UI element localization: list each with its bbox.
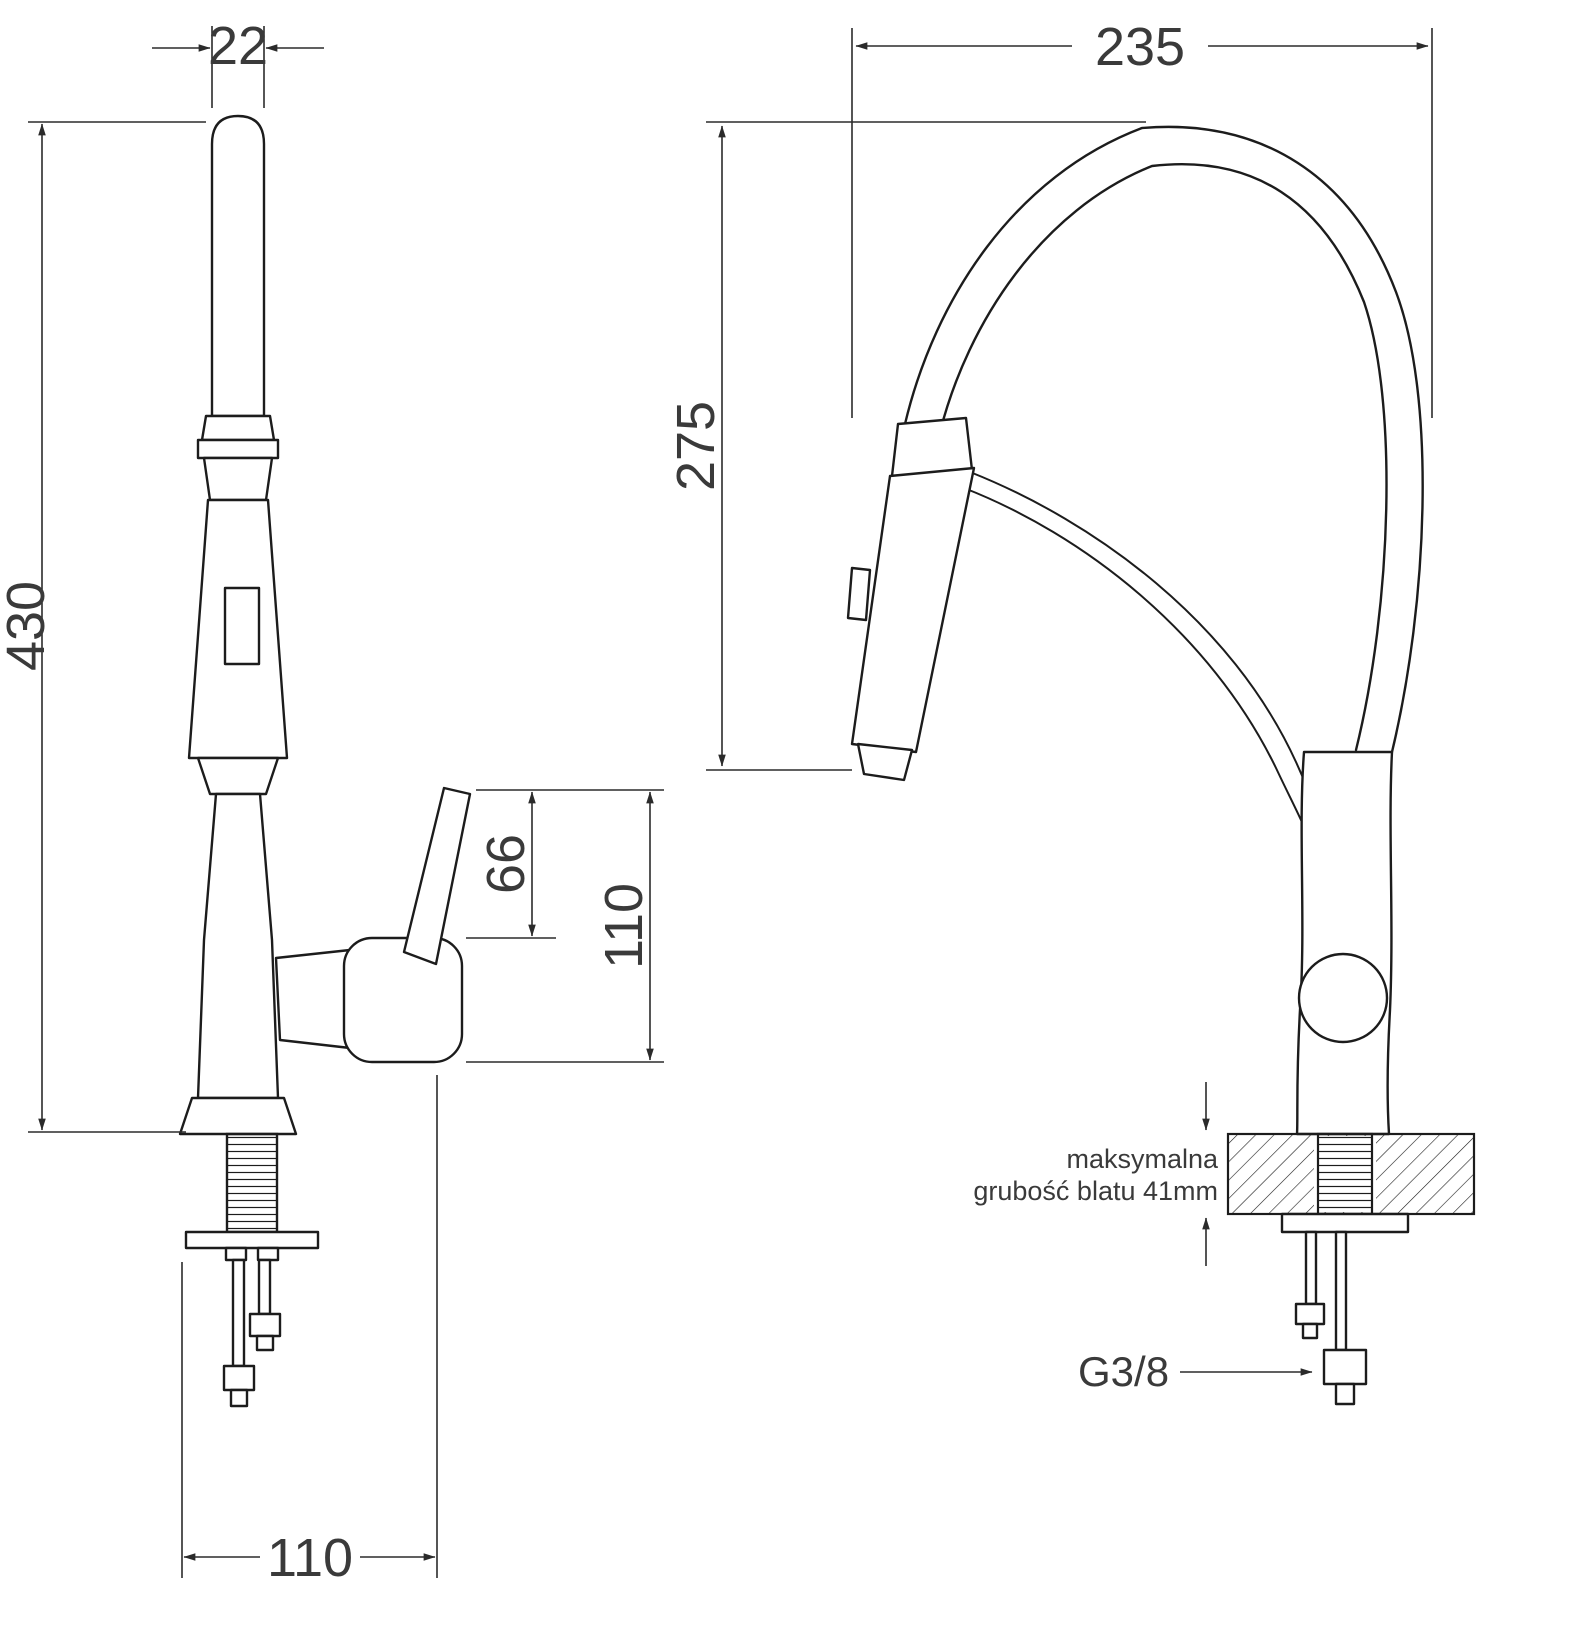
spray-head-outlet	[196, 756, 280, 796]
pull-out-hose-line-a	[969, 471, 1329, 839]
mounting-stud-threaded	[225, 1132, 279, 1234]
faucet-body-front	[1295, 750, 1394, 1136]
dim-spout-height-value: 275	[666, 401, 726, 491]
mounting-flange-front	[1280, 1212, 1410, 1234]
dim-lever-height: 66	[466, 789, 664, 939]
countertop-section	[1226, 1132, 1476, 1216]
supply-nut-front-a	[1294, 1302, 1326, 1326]
note-counter-thickness-line1: maksymalna	[1066, 1144, 1219, 1174]
left-view-side-elevation: 22 430 66 110 110	[0, 16, 664, 1588]
stud-flat-left	[224, 1246, 248, 1262]
pull-out-hose-line-b	[963, 487, 1311, 843]
dim-total-height: 430	[0, 121, 206, 1133]
spray-head-body	[850, 466, 976, 754]
handle-socket	[274, 948, 352, 1050]
spout-tube	[210, 114, 266, 418]
dim-total-height-value: 430	[0, 581, 56, 671]
dim-handle-height-value: 110	[594, 883, 654, 969]
supply-tip-b	[255, 1334, 275, 1352]
faucet-base	[178, 1096, 298, 1136]
gooseneck-hose-inner	[938, 163, 1388, 752]
supply-rod-a	[231, 1258, 246, 1368]
spray-head-collar	[890, 416, 974, 478]
supply-rod-b	[257, 1258, 272, 1316]
supply-tip-front-b	[1334, 1382, 1356, 1406]
dim-lever-height-value: 66	[476, 834, 536, 894]
spray-head-button	[846, 566, 872, 622]
dim-spout-reach: 235	[851, 17, 1433, 418]
handle-cylinder	[342, 936, 464, 1064]
note-counter-thickness-line2: grubość blatu 41mm	[973, 1176, 1218, 1206]
supply-nut-a	[222, 1364, 256, 1392]
mounting-flange	[184, 1230, 320, 1250]
supply-nut-b	[248, 1312, 282, 1338]
stud-flat-right	[256, 1246, 280, 1262]
spout-collar-ring	[196, 438, 280, 460]
dim-spout-height: 275	[666, 121, 1146, 771]
label-connector-thread-value: G3/8	[1078, 1348, 1169, 1395]
dim-spout-reach-value: 235	[1095, 17, 1185, 77]
supply-rod-front-b	[1334, 1230, 1348, 1352]
dim-spout-diameter-value: 22	[208, 16, 268, 76]
spray-head-window	[223, 586, 261, 666]
spray-head-nozzle	[856, 742, 914, 782]
handle-lever	[402, 786, 472, 966]
supply-tip-front-a	[1301, 1322, 1319, 1340]
supply-rod-front-a	[1304, 1230, 1318, 1306]
spout-collar-bottom	[202, 456, 274, 502]
dim-spout-diameter: 22	[152, 16, 324, 108]
gooseneck-hose-outer	[903, 125, 1424, 754]
supply-nut-front-b	[1322, 1348, 1368, 1386]
right-view-front-elevation: 235 275 maksymalna grubość blatu 41mm G3…	[666, 17, 1476, 1406]
faucet-body	[196, 792, 280, 1100]
swivel-joint	[1297, 952, 1389, 1044]
spout-collar-top	[200, 414, 276, 442]
dim-base-depth-value: 110	[267, 1528, 353, 1588]
supply-tip-a	[229, 1388, 249, 1408]
dim-handle-height: 110	[466, 791, 664, 1063]
mounting-stud-front	[1316, 1132, 1374, 1216]
dim-base-depth: 110	[181, 1075, 438, 1588]
note-counter-thickness: maksymalna grubość blatu 41mm	[973, 1082, 1219, 1266]
label-connector-thread: G3/8	[1078, 1348, 1313, 1395]
